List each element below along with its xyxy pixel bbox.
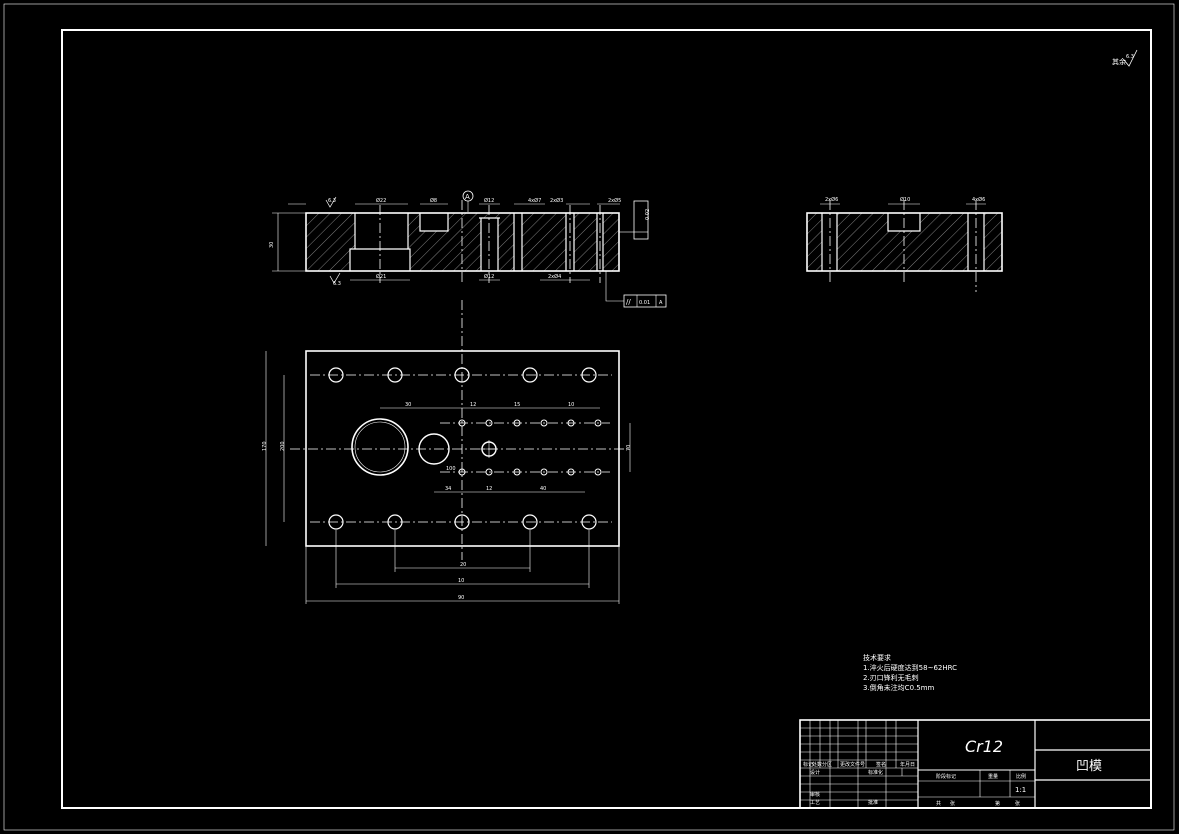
- parallelism-datum: A: [659, 300, 663, 306]
- plan-dim-11: 90: [458, 595, 464, 601]
- parallelism-value: 0.01: [639, 300, 650, 306]
- tb-label-sign: 签名: [876, 761, 886, 768]
- screw-holes: [328, 367, 597, 530]
- tolerance-box-value: 0.02: [645, 209, 651, 220]
- plan-dim-5: 34: [445, 486, 451, 492]
- tb-scale: 1:1: [1015, 786, 1026, 794]
- tb-stage: 阶段标记: [936, 773, 956, 780]
- front-dim-6: 2xØ5: [608, 197, 621, 204]
- plan-view: 30 12 15 10 34 12 40 70 20 10 90 170 200…: [262, 300, 632, 604]
- front-dim-4: 4xØ7: [528, 197, 541, 204]
- front-section-view: 6.3 Ø22 Ø8 Ø12 4xØ7 2xØ3 2xØ5 30 A 6.3 Ø…: [269, 190, 667, 308]
- tb-check: 审核: [810, 791, 820, 798]
- tb-label-zone: 分区: [822, 761, 832, 768]
- plan-dim-14: 100: [446, 466, 456, 472]
- tb-sheet-no: 第: [995, 800, 1000, 807]
- plan-dim-4: 10: [568, 402, 574, 408]
- tb-label-change: 更改文件号: [840, 761, 865, 768]
- plan-dim-1: 30: [405, 402, 411, 408]
- front-bottom-dim-2: Ø12: [484, 273, 494, 280]
- plan-dim-3: 15: [514, 402, 520, 408]
- side-dim-2: Ø10: [900, 196, 910, 203]
- datum-label: A: [465, 193, 470, 201]
- tb-standardize: 标准化: [868, 769, 883, 776]
- tb-process: 工艺: [810, 800, 820, 806]
- sheet-border: [3, 3, 1175, 831]
- tb-label-count: 处数: [812, 761, 822, 768]
- technical-requirements: 技术要求 1.淬火后硬度达到58~62HRC 2.刃口锋利无毛刺 3.倒角未注均…: [863, 653, 957, 692]
- tb-approve: 批准: [868, 799, 878, 806]
- front-dim-5: 2xØ3: [550, 197, 563, 204]
- front-dim-2: Ø8: [430, 197, 437, 204]
- drawing-frame: [61, 29, 1152, 809]
- tb-sheet-total: 共: [936, 800, 941, 807]
- notes-title: 技术要求: [863, 653, 891, 662]
- surface-finish-value: 6.3: [1126, 54, 1134, 60]
- front-height-dim: 30: [269, 242, 275, 248]
- tb-design: 设计: [810, 769, 820, 776]
- front-bottom-dim-3: 2xØ4: [548, 273, 561, 280]
- note-2: 2.刃口锋利无毛刺: [863, 673, 919, 682]
- material-text: Cr12: [965, 737, 1003, 756]
- plan-dim-2: 12: [470, 402, 476, 408]
- plan-dim-9: 20: [460, 562, 466, 568]
- note-3: 3.倒角未注均C0.5mm: [863, 683, 935, 692]
- front-dim-3: Ø12: [484, 197, 494, 204]
- front-roughness-top: 6.3: [328, 198, 336, 204]
- side-dim-1: 2xØ6: [825, 196, 838, 203]
- parallelism-symbol: //: [626, 298, 631, 306]
- side-dim-3: 4xØ6: [972, 196, 985, 203]
- tb-ratio: 比例: [1016, 773, 1026, 780]
- front-dim-1: Ø22: [376, 197, 386, 204]
- surface-finish-label: 其余: [1112, 57, 1126, 66]
- front-roughness-bottom: 6.3: [333, 281, 341, 287]
- part-name-text: 凹模: [1076, 759, 1102, 774]
- pierce-holes: [458, 419, 602, 476]
- plan-dim-8: 70: [626, 445, 632, 451]
- front-bottom-dim-1: Ø21: [376, 273, 386, 280]
- tb-weight: 重量: [988, 773, 998, 780]
- side-section-view: 2xØ6 Ø10 4xØ6: [806, 196, 1003, 292]
- title-block: Cr12 凹模 标记 处数 分区 更改文件号 签名 年月日 设计 标准化 审核 …: [799, 719, 1152, 809]
- tb-sheet-unit2: 张: [1015, 800, 1020, 807]
- surface-finish-note: 其余 6.3: [1112, 49, 1138, 67]
- roughness-icon: [1123, 49, 1138, 67]
- tb-label-mark: 标记: [803, 761, 813, 768]
- tb-sheet-unit1: 张: [950, 800, 955, 807]
- plan-dim-13: 200: [280, 441, 286, 451]
- plan-dim-6: 12: [486, 486, 492, 492]
- plan-dim-12: 170: [262, 441, 268, 451]
- note-1: 1.淬火后硬度达到58~62HRC: [863, 663, 957, 672]
- plan-dim-10: 10: [458, 578, 464, 584]
- plan-dim-7: 40: [540, 486, 546, 492]
- tb-label-date: 年月日: [900, 761, 915, 768]
